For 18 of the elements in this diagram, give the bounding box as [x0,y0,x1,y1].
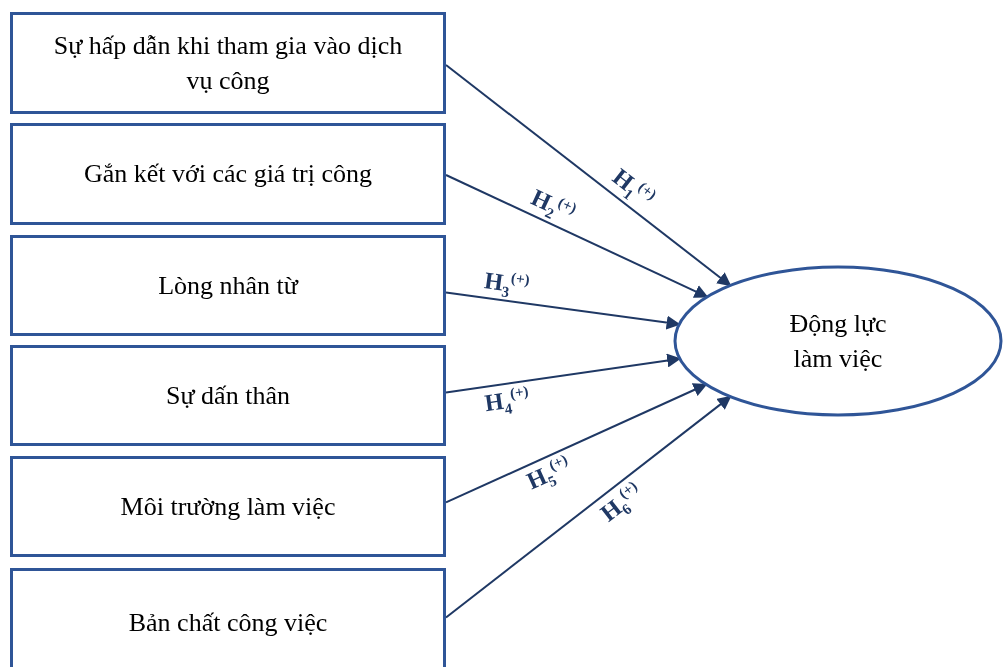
node-label: Động lực làm việc [788,307,888,375]
node-label: Môi trường làm việc [119,490,337,523]
arrow [445,383,708,504]
arrow [445,395,732,619]
factor-box [10,456,446,557]
factor-box [10,123,446,225]
node-label: Gắn kết với các giá trị công [82,158,374,191]
arrow [445,64,732,287]
node-label: Lòng nhân từ [157,269,300,302]
arrow [445,174,709,298]
factor-box [10,235,446,336]
node-label: Sự dấn thân [165,379,291,412]
factor-box [10,12,446,114]
node-label: Bản chất công việc [127,607,329,640]
node-label: Sự hấp dẫn khi tham gia vào dịch vụ công [52,29,404,97]
factor-box [10,345,446,446]
outcome-ellipse [673,265,1003,417]
factor-box [10,568,446,667]
